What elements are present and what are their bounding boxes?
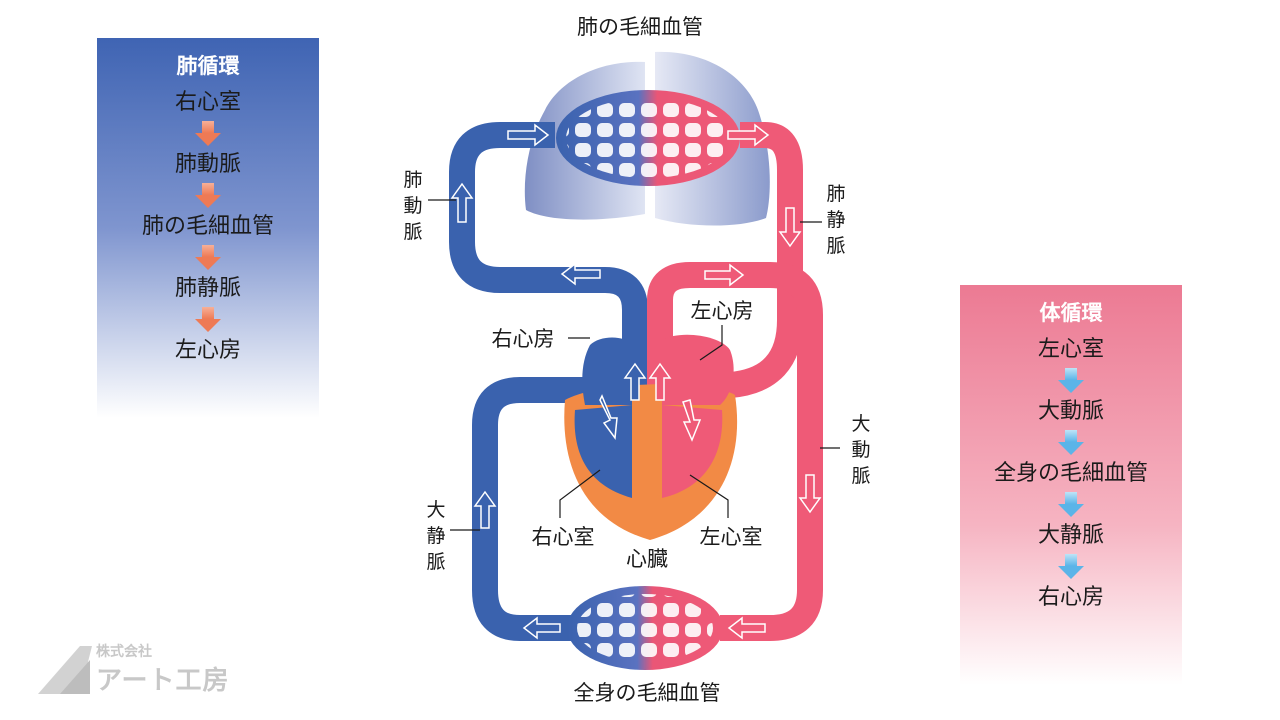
vena-cava-tube <box>472 377 595 641</box>
body-capillaries-label: 全身の毛細血管 <box>574 681 721 705</box>
flow-arrow-icon <box>1058 430 1084 455</box>
vena-cava-label-1: 大 <box>426 499 445 521</box>
pulmonary-panel-title: 肺循環 <box>176 54 240 78</box>
pulmonary-vein-label-2: 静 <box>826 209 845 231</box>
flow-arrow-icon <box>1058 492 1084 517</box>
systemic-step-2: 大動脈 <box>1037 399 1104 424</box>
body-capillary-bulb <box>567 586 723 670</box>
aorta-tube <box>647 262 823 641</box>
pulmonary-vein-tube <box>690 122 803 398</box>
lung-capillaries-label: 肺の毛細血管 <box>577 15 703 39</box>
flow-arrow-icon <box>778 207 802 248</box>
right-atrium-label: 右心房 <box>492 327 555 351</box>
pulmonary-artery-tube <box>449 122 648 395</box>
vena-cava-label-2: 静 <box>426 525 445 547</box>
right-ventricle-label: 右心室 <box>532 525 595 549</box>
systemic-step-1: 左心室 <box>1037 337 1104 362</box>
systemic-panel-title: 体循環 <box>1039 301 1103 325</box>
company-logo-icon <box>38 646 92 694</box>
left-ventricle-label: 左心室 <box>700 525 763 549</box>
systemic-step-3: 全身の毛細血管 <box>993 461 1148 486</box>
pulmonary-step-1: 右心室 <box>174 90 241 115</box>
heart-label: 心臓 <box>626 547 668 571</box>
pulmonary-circulation-panel: 肺循環 右心室 肺動脈 肺の毛細血管 肺静脈 左心房 <box>97 38 319 418</box>
flow-arrow-icon <box>623 362 647 401</box>
systemic-step-4: 大静脈 <box>1037 523 1104 548</box>
aorta-label-2: 動 <box>851 439 870 461</box>
logo-company-name-text: アート工房 <box>96 666 230 696</box>
aorta-label-1: 大 <box>851 413 870 435</box>
flow-arrow-icon <box>704 263 745 287</box>
pulmonary-step-5: 左心房 <box>174 338 241 363</box>
flow-arrow-icon <box>195 307 221 332</box>
pulmonary-artery-label-3: 脈 <box>403 221 422 243</box>
flow-arrow-icon <box>682 399 702 442</box>
flow-arrow-icon <box>195 121 221 146</box>
flow-arrow-icon <box>473 490 497 529</box>
flow-arrow-icon <box>1058 554 1084 579</box>
lung-capillary-bulb <box>556 90 740 186</box>
pulmonary-vein-label-3: 脈 <box>826 235 845 257</box>
flow-arrow-icon <box>195 245 221 270</box>
flow-arrow-icon <box>798 474 822 514</box>
flow-arrow-icon <box>195 183 221 208</box>
flow-arrow-icon <box>507 123 550 147</box>
flow-arrow-icon <box>560 262 601 286</box>
flow-arrow-icon <box>727 123 770 147</box>
systemic-circulation-panel: 体循環 左心室 大動脈 全身の毛細血管 大静脈 右心房 <box>960 285 1182 685</box>
systemic-step-5: 右心房 <box>1037 585 1104 610</box>
flow-arrow-icon <box>1058 368 1084 393</box>
pulmonary-step-3: 肺の毛細血管 <box>141 214 274 239</box>
pulmonary-artery-label-2: 動 <box>403 195 422 217</box>
flow-arrow-icon <box>522 616 561 640</box>
pulmonary-step-4: 肺静脈 <box>174 276 241 301</box>
flow-arrow-icon <box>599 394 618 441</box>
aorta-label-3: 脈 <box>851 465 870 487</box>
pulmonary-step-2: 肺動脈 <box>174 152 241 177</box>
vena-cava-label-3: 脈 <box>426 551 445 573</box>
left-atrium-label: 左心房 <box>691 299 754 323</box>
flow-arrow-icon <box>648 362 672 401</box>
pulmonary-vein-label-1: 肺 <box>826 183 845 205</box>
pulmonary-artery-label-1: 肺 <box>403 169 422 191</box>
flow-arrow-icon <box>450 182 474 223</box>
logo-company-small-text: 株式会社 <box>96 644 152 660</box>
flow-arrow-icon <box>727 616 766 640</box>
